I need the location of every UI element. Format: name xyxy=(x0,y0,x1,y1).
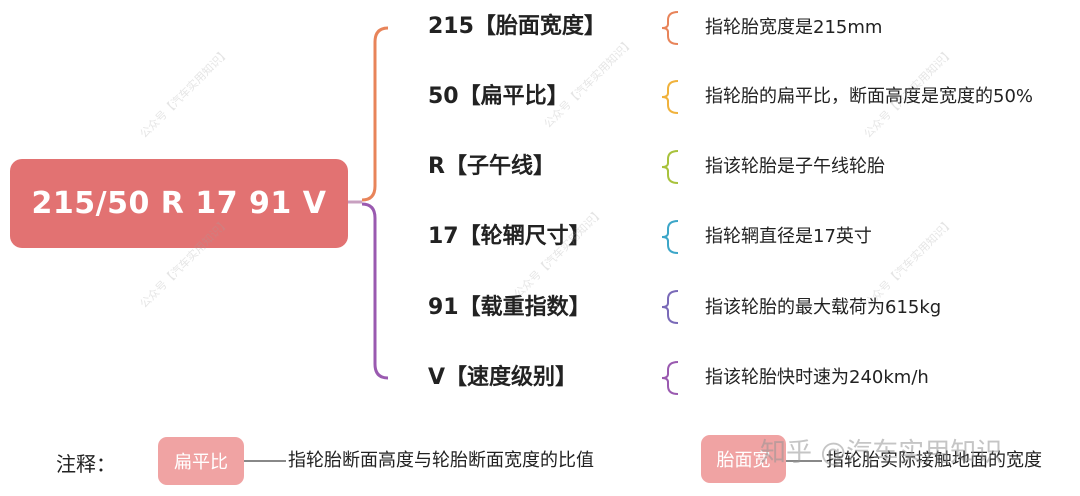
note-tag-tread-width: 胎面宽 xyxy=(701,435,786,483)
note-desc-aspect-ratio: 指轮胎断面高度与轮胎断面宽度的比值 xyxy=(288,450,594,471)
item-label-speed-rating: V【速度级别】 xyxy=(428,365,578,390)
root-node: 215/50 R 17 91 V xyxy=(10,159,348,248)
upper-bracket xyxy=(361,26,389,202)
item-label-width: 215【胎面宽度】 xyxy=(428,14,606,39)
item-desc-width: 指轮胎宽度是215mm xyxy=(705,17,883,38)
brace-1 xyxy=(661,80,679,114)
brace-4 xyxy=(661,290,679,324)
item-label-aspect-ratio: 50【扁平比】 xyxy=(428,84,569,109)
item-desc-radial: 指该轮胎是子午线轮胎 xyxy=(705,156,885,177)
item-label-rim-size: 17【轮辋尺寸】 xyxy=(428,224,591,249)
item-label-radial: R【子午线】 xyxy=(428,154,555,179)
brace-3 xyxy=(661,220,679,254)
brace-5 xyxy=(661,361,679,395)
item-label-load-index: 91【载重指数】 xyxy=(428,295,591,320)
item-desc-aspect-ratio: 指轮胎的扁平比，断面高度是宽度的50% xyxy=(705,86,1034,107)
item-desc-load-index: 指该轮胎的最大载荷为615kg xyxy=(705,297,942,318)
lower-bracket xyxy=(361,202,389,380)
notes-title: 注释： xyxy=(56,452,116,476)
brace-0 xyxy=(661,11,679,45)
item-desc-speed-rating: 指该轮胎快时速为240km/h xyxy=(705,367,929,388)
item-desc-rim-size: 指轮辋直径是17英寸 xyxy=(705,226,872,247)
note-tag-aspect-ratio: 扁平比 xyxy=(158,437,244,485)
brace-2 xyxy=(661,150,679,184)
note-desc-tread-width: 指轮胎实际接触地面的宽度 xyxy=(826,450,1042,471)
